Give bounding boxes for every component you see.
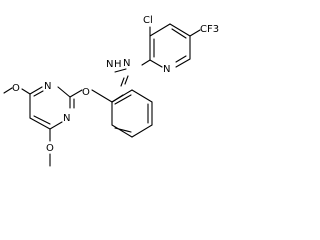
atom-label-o-methoxy-top: O [12, 83, 20, 94]
atom-label-o-methoxy-bottom: O [46, 143, 54, 154]
pyrimidine-ring [29, 86, 75, 130]
atom-label-cf3: CF3 [200, 24, 219, 35]
chemical-structure-diagram: N H N N Cl CF3 O N N O O [3, 15, 219, 167]
atom-label-h-hydrazone: H [114, 59, 122, 70]
atom-label-cl: Cl [143, 15, 153, 26]
benzene-ring [111, 89, 153, 138]
atom-label-n-hydrazone-1: N [106, 59, 113, 70]
atom-labels: N H N N Cl CF3 O N N O O [12, 15, 219, 154]
hydrazone-linker [114, 68, 129, 87]
atom-label-o-ether: O [82, 87, 90, 98]
molecule-drawing: N H N N Cl CF3 O N N O O [3, 15, 219, 167]
pyridine-substituents [141, 26, 201, 66]
atom-label-n-pyrimidine-top: N [44, 81, 51, 92]
atom-label-n-pyrimidine-bottom: N [63, 113, 70, 124]
atom-label-n-pyridine: N [163, 64, 170, 75]
atom-label-n-hydrazone-2: N [123, 58, 130, 69]
pyridine-ring [149, 23, 191, 68]
methoxy-groups [3, 87, 51, 167]
ether-link [69, 89, 113, 103]
